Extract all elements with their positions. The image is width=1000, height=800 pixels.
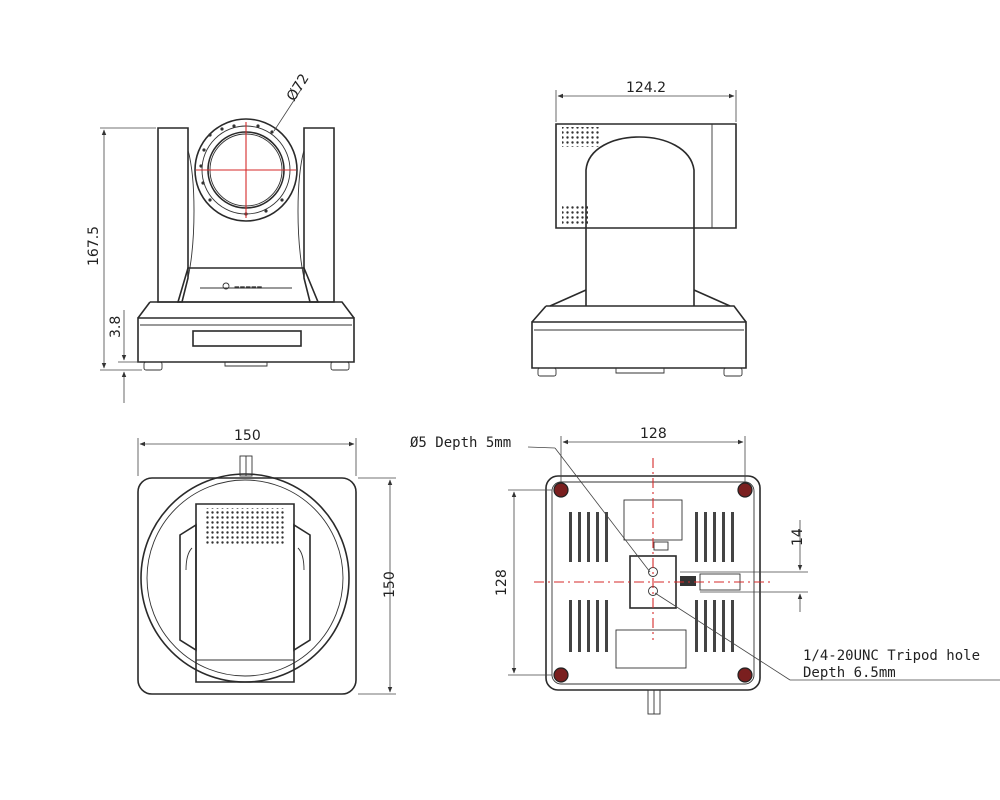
base-offset-label: 3.8 xyxy=(108,316,124,338)
tripod-offset-label: 14 xyxy=(790,528,806,546)
top-view: 150 150 xyxy=(137,428,398,695)
height-label: 167.5 xyxy=(86,226,102,266)
side-view: 124.2 xyxy=(531,80,747,377)
mounting-hole-note: Ø5 Depth 5mm xyxy=(410,435,511,451)
hole-spacing-x-label: 128 xyxy=(640,426,667,442)
hole-spacing-y-label: 128 xyxy=(494,569,510,596)
tripod-hole-note-line2: Depth 6.5mm xyxy=(803,665,896,681)
tripod-hole-note-line1: 1/4-20UNC Tripod hole xyxy=(803,648,980,664)
brand-logo: ▬▬▬▬▬ xyxy=(234,284,263,291)
lens-diameter-label: Ø72 xyxy=(284,71,313,104)
lens-ring-markings xyxy=(199,124,284,216)
top-depth-label: 150 xyxy=(382,571,398,598)
top-width-label: 150 xyxy=(234,428,261,444)
side-depth-label: 124.2 xyxy=(626,80,666,96)
mounting-holes xyxy=(553,482,753,683)
bottom-view: 128 128 14 xyxy=(494,426,1000,715)
front-view: ▬▬▬▬▬ Ø72 167.5 3.8 xyxy=(86,71,355,403)
